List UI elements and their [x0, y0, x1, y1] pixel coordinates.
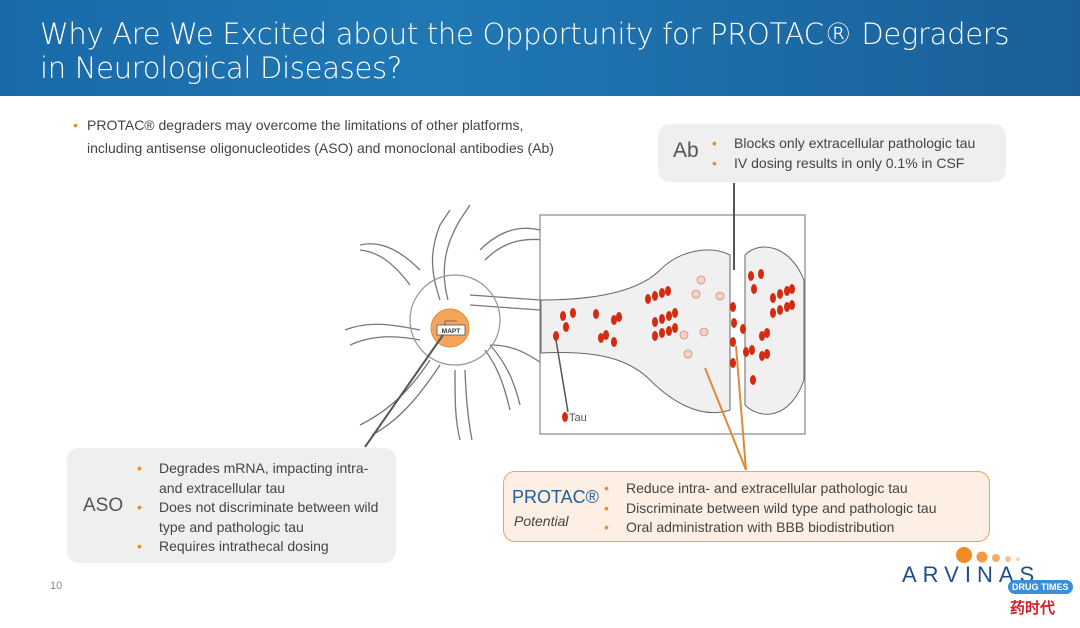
tau-aggregates [553, 269, 795, 422]
tau-pointer-line [555, 339, 569, 413]
aso-item: Requires intrathecal dosing [137, 537, 387, 557]
bullet-dot: • [73, 117, 78, 133]
aso-item: Does not discriminate between wild type … [137, 498, 387, 537]
aso-callout: ASO Degrades mRNA, impacting intra- and … [67, 448, 396, 563]
protac-item: Discriminate between wild type and patho… [604, 499, 937, 519]
ab-label: Ab [673, 139, 699, 162]
watermark-cn: 药时代 [1010, 600, 1056, 617]
intro-text: PROTAC® degraders may overcome the limit… [87, 117, 554, 156]
postsynaptic-terminal [744, 246, 805, 415]
protac-callout: PROTAC® Potential Reduce intra- and extr… [503, 471, 990, 542]
header-bar: Why Are We Excited about the Opportunity… [0, 0, 1080, 96]
mapt-label: MAPT [442, 328, 460, 335]
neuron-outline [344, 204, 546, 441]
ab-callout: Ab Blocks only extracellular pathologic … [658, 124, 1006, 182]
slide-title: Why Are We Excited about the Opportunity… [40, 17, 1010, 85]
transcription-arrow-icon [444, 320, 457, 325]
aso-label: ASO [83, 495, 124, 516]
protac-label: PROTAC® [512, 487, 599, 507]
protac-pointer-line-1 [704, 367, 747, 471]
protac-sublabel: Potential [514, 513, 569, 529]
ab-item: Blocks only extracellular pathologic tau [712, 134, 975, 154]
presynaptic-terminal [540, 249, 731, 414]
protac-item: Oral administration with BBB biodistribu… [604, 518, 937, 538]
intro-bullet: • PROTAC® degraders may overcome the lim… [73, 114, 563, 160]
protac-item: Reduce intra- and extracellular patholog… [604, 479, 937, 499]
tau-label: Tau [569, 412, 587, 424]
watermark: DRUG TIMES [1008, 580, 1073, 594]
aso-item: Degrades mRNA, impacting intra- and extr… [137, 459, 387, 498]
page-number: 10 [50, 580, 63, 592]
protac-pointer-line-2 [735, 345, 747, 471]
aso-pointer-line [364, 334, 444, 448]
logo-dots-icon [956, 547, 1020, 563]
arvinas-logo: ARVINAS DRUG TIMES 药时代 [900, 545, 1080, 628]
ab-item: IV dosing results in only 0.1% in CSF [712, 154, 975, 174]
mapt-gene-box [436, 324, 466, 336]
vesicles [679, 275, 725, 359]
